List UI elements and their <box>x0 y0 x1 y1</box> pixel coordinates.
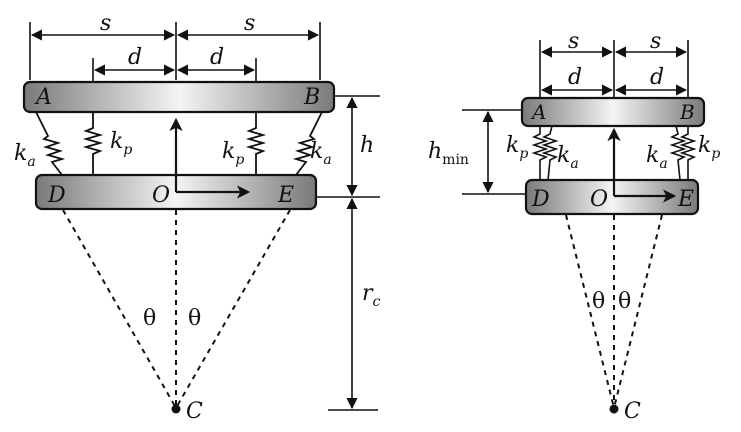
right-label-s-1: s <box>568 29 579 54</box>
left-spring-ka-left <box>35 111 66 176</box>
left-configuration: s s d d A B D O E ka kp kp ka <box>14 11 381 424</box>
right-label-C: C <box>624 399 641 424</box>
left-point-O: O <box>152 183 170 208</box>
left-dashed-lines <box>62 209 291 409</box>
right-dimension-s <box>539 40 689 98</box>
right-label-ka-2: ka <box>646 143 668 172</box>
left-label-theta-2: θ <box>188 306 201 331</box>
right-label-kp-2: kp <box>698 133 720 162</box>
left-label-d-2: d <box>210 45 224 70</box>
right-label-hmin: hmin <box>428 139 469 168</box>
right-springs-right <box>669 125 697 181</box>
right-label-theta-1: θ <box>592 289 605 314</box>
right-label-kp-1: kp <box>506 133 528 162</box>
left-dimension-h <box>316 95 380 198</box>
left-point-B: B <box>303 85 320 110</box>
right-point-A: A <box>530 100 546 124</box>
right-springs-left <box>531 125 559 181</box>
left-dimension-d <box>92 58 257 82</box>
right-configuration: s s d d A B D O E kp ka ka kp <box>428 29 720 424</box>
right-center-C <box>609 404 619 414</box>
left-point-E: E <box>277 183 294 208</box>
left-dimension-rc <box>328 197 378 411</box>
left-label-d-1: d <box>128 45 142 70</box>
left-label-s-2: s <box>244 11 255 36</box>
left-spring-ka-right <box>292 111 323 176</box>
left-frame-axes <box>169 117 251 199</box>
right-label-d-1: d <box>568 65 582 90</box>
right-label-theta-2: θ <box>618 289 631 314</box>
left-spring-kp-left <box>82 112 104 175</box>
right-bottom-plate <box>524 178 700 216</box>
right-dimension-hmin <box>462 109 526 195</box>
left-label-kp-1: kp <box>110 129 132 158</box>
left-spring-kp-right <box>245 112 267 175</box>
right-label-s-2: s <box>650 29 661 54</box>
left-label-kp-2: kp <box>222 139 244 168</box>
left-center-C <box>171 404 181 414</box>
left-label-h: h <box>360 133 374 158</box>
right-dashed-lines <box>565 214 663 409</box>
left-label-theta-1: θ <box>143 306 156 331</box>
left-label-ka-2: ka <box>310 139 332 168</box>
left-top-plate <box>22 80 336 114</box>
right-point-O: O <box>590 187 608 212</box>
right-point-B: B <box>679 100 695 124</box>
right-top-plate <box>520 96 706 128</box>
left-label-ka-1: ka <box>14 141 36 170</box>
left-label-rc: rc <box>362 281 381 310</box>
left-label-C: C <box>186 399 203 424</box>
right-frame-axes <box>607 127 677 203</box>
right-label-ka-1: ka <box>557 143 579 172</box>
left-point-A: A <box>34 85 52 110</box>
right-point-E: E <box>677 187 694 212</box>
right-point-D: D <box>531 187 550 212</box>
left-label-s-1: s <box>100 11 111 36</box>
left-point-D: D <box>47 183 66 208</box>
left-dimension-s <box>29 22 321 80</box>
right-label-d-2: d <box>650 65 664 90</box>
